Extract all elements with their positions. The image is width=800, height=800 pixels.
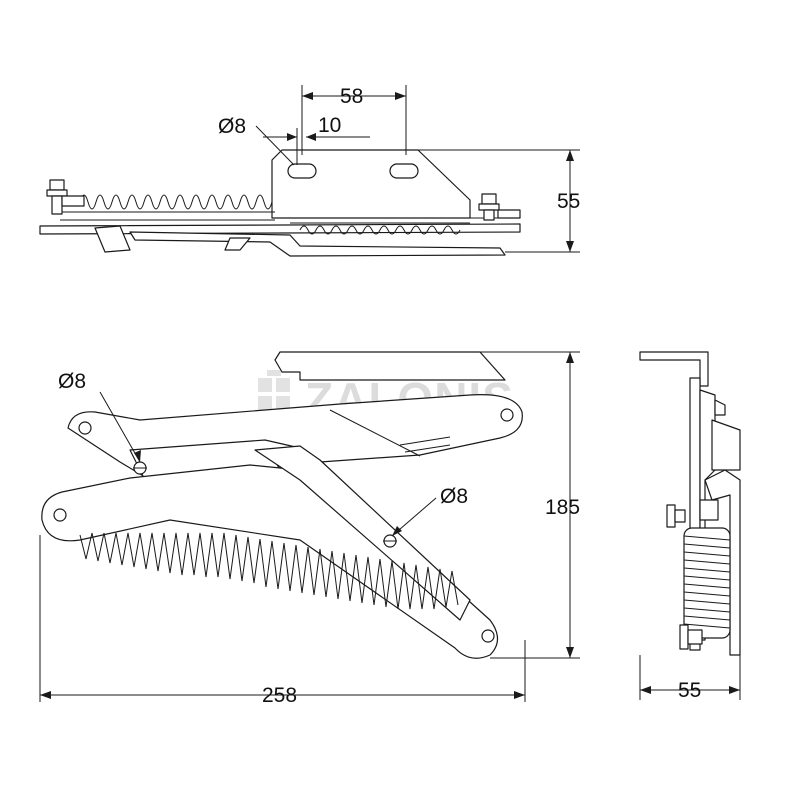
watermark-logo-icon (258, 370, 290, 418)
top-view-slot-hole-right (389, 163, 419, 179)
top-view: 58 10 Ø8 55 (39, 85, 580, 257)
side-view-lower-arm (41, 464, 499, 659)
top-view-dim-hole-offset: 10 (318, 114, 341, 137)
top-view-dim-hole: Ø8 (218, 115, 246, 138)
side-view-spring (79, 532, 459, 610)
top-view-spring (79, 194, 273, 210)
end-view: 55 (639, 351, 741, 702)
top-view-left-bolt (46, 179, 85, 215)
top-view-dim-height: 55 (557, 190, 580, 213)
side-view-dim-hole-upper: Ø8 (58, 370, 86, 393)
top-view-right-bolt (478, 193, 521, 221)
end-view-upper-bolt (666, 504, 686, 528)
top-view-lower-link (129, 231, 506, 257)
top-view-slot-hole-left (287, 163, 317, 179)
side-view-upper-lever (274, 351, 506, 381)
top-view-mounting-bracket (271, 149, 471, 219)
end-view-dim-depth: 55 (678, 679, 701, 702)
end-view-lower-bolt (679, 624, 703, 650)
side-view: Ø8 Ø8 185 258 (39, 351, 580, 707)
top-view-dim-width: 58 (340, 85, 363, 108)
side-view-dim-height: 185 (545, 496, 580, 519)
side-view-dim-length: 258 (262, 684, 297, 707)
top-view-lower-arm (94, 225, 131, 253)
side-view-dim-hole-lower: Ø8 (440, 485, 468, 508)
